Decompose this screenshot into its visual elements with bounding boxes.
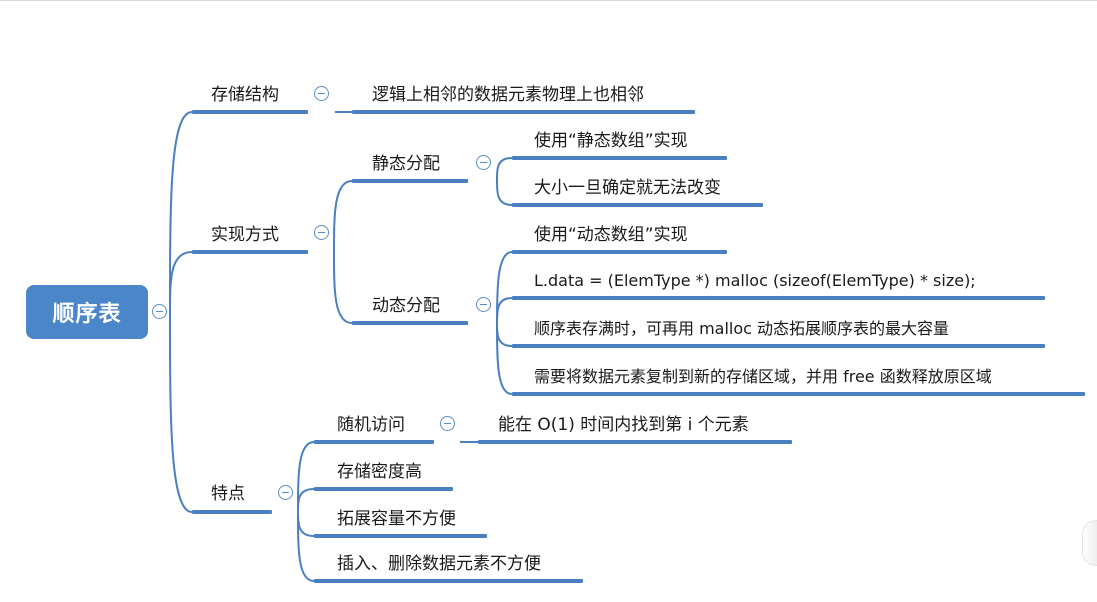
- link-root-features: [169, 311, 193, 513]
- link-dynamic-c3: [496, 322, 513, 347]
- underline-storage-child-1: [352, 110, 695, 114]
- edge-handle: [1082, 520, 1097, 566]
- link-features-c3: [297, 511, 315, 537]
- underline-dynamic-child-2: [512, 296, 1045, 300]
- underline-static-alloc: [352, 179, 468, 183]
- link-dynamic-c1: [496, 251, 513, 324]
- node-random-access-child-1[interactable]: 能在 O(1) 时间内找到第 i 个元素: [498, 415, 749, 435]
- node-storage-child-1[interactable]: 逻辑上相邻的数据元素物理上也相邻: [372, 85, 644, 105]
- underline-features-other-3: [314, 579, 583, 583]
- link-impl-dynamic: [333, 251, 353, 324]
- node-dynamic-child-4[interactable]: 需要将数据元素复制到新的存储区域，并用 free 函数释放原区域: [534, 367, 992, 386]
- node-static-alloc[interactable]: 静态分配: [372, 154, 440, 174]
- link-features-random: [297, 441, 315, 513]
- underline-static-child-1: [512, 156, 727, 160]
- underline-implementation: [192, 250, 308, 254]
- link-static-c1: [496, 157, 513, 182]
- collapse-dynamic-alloc-icon[interactable]: [476, 297, 491, 312]
- collapse-random-access-icon[interactable]: [440, 416, 455, 431]
- node-features[interactable]: 特点: [211, 484, 245, 504]
- node-features-other-3[interactable]: 插入、删除数据元素不方便: [337, 554, 541, 574]
- underline-dynamic-child-4: [512, 392, 1085, 396]
- collapse-root-icon[interactable]: [152, 304, 167, 319]
- underline-random-access: [314, 440, 434, 444]
- collapse-storage-icon[interactable]: [314, 86, 329, 101]
- link-dynamic-c4: [496, 322, 513, 395]
- underline-random-access-child-1: [478, 440, 792, 444]
- underline-dynamic-child-3: [512, 344, 1045, 348]
- link-dynamic-c2: [496, 297, 513, 324]
- top-divider: [0, 0, 1097, 1]
- underline-features: [192, 510, 272, 514]
- root-node[interactable]: 顺序表: [26, 285, 148, 339]
- collapse-features-icon[interactable]: [278, 485, 293, 500]
- node-storage[interactable]: 存储结构: [211, 85, 279, 105]
- link-features-c4: [297, 511, 315, 582]
- link-root-impl: [169, 251, 193, 313]
- link-root-storage: [169, 111, 193, 313]
- node-dynamic-child-2[interactable]: L.data = (ElemType *) malloc (sizeof(Ele…: [534, 271, 976, 290]
- node-static-child-1[interactable]: 使用“静态数组”实现: [534, 131, 688, 151]
- node-features-other-1[interactable]: 存储密度高: [337, 462, 422, 482]
- node-static-child-2[interactable]: 大小一旦确定就无法改变: [534, 178, 721, 198]
- link-features-c2: [297, 488, 315, 513]
- node-dynamic-child-3[interactable]: 顺序表存满时，可再用 malloc 动态拓展顺序表的最大容量: [534, 319, 950, 338]
- underline-features-other-2: [314, 534, 487, 538]
- underline-dynamic-alloc: [352, 321, 468, 325]
- underline-static-child-2: [512, 203, 763, 207]
- collapse-implementation-icon[interactable]: [314, 225, 329, 240]
- collapse-static-alloc-icon[interactable]: [476, 155, 491, 170]
- link-impl-static: [333, 180, 353, 253]
- link-static-c2: [496, 180, 513, 206]
- underline-storage: [192, 110, 308, 114]
- node-dynamic-child-1[interactable]: 使用“动态数组”实现: [534, 225, 688, 245]
- underline-dynamic-child-1: [512, 250, 727, 254]
- node-dynamic-alloc[interactable]: 动态分配: [372, 296, 440, 316]
- underline-features-other-1: [314, 487, 453, 491]
- node-implementation[interactable]: 实现方式: [211, 225, 279, 245]
- node-random-access[interactable]: 随机访问: [337, 415, 405, 435]
- root-label: 顺序表: [52, 302, 122, 327]
- node-features-other-2[interactable]: 拓展容量不方便: [337, 509, 456, 529]
